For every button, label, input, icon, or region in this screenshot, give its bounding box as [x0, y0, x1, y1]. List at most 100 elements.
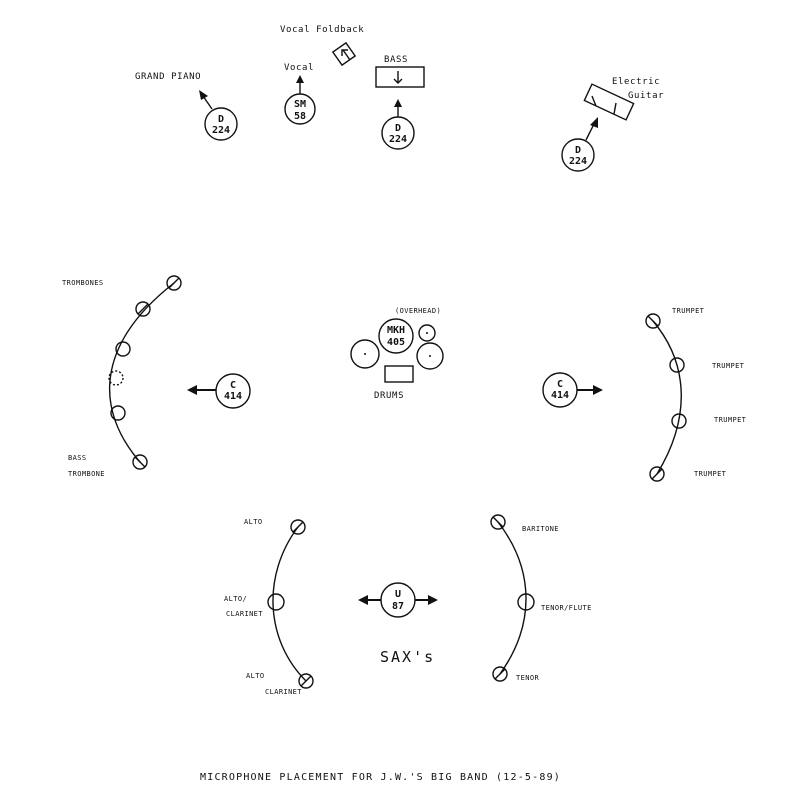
trombone-mic-line1: C — [230, 380, 236, 391]
sax-alto-clarinet-2 — [298, 673, 314, 689]
trombone-player-5 — [110, 405, 126, 421]
trumpet-arc — [652, 320, 682, 475]
grand-piano-mic-line2: 224 — [212, 125, 230, 136]
bass-amp-arrow-head — [393, 78, 403, 84]
drum-floor-tom — [350, 339, 380, 369]
diagram-caption: MICROPHONE PLACEMENT FOR J.W.'S BIG BAND… — [200, 772, 561, 783]
trumpet-player-2 — [669, 357, 685, 373]
bass-trombone-player — [132, 454, 148, 470]
vocal-foldback-arrow-head — [341, 49, 348, 56]
sax-mic-arrow-left-head — [358, 595, 368, 605]
drum-tom-small-center — [426, 332, 428, 334]
drums-mic-line1: MKH — [387, 325, 405, 336]
trombones-label: TROMBONES — [62, 279, 104, 287]
vocal-foldback-box — [331, 41, 357, 67]
trombone-player-1 — [166, 275, 182, 291]
trombone-section: TROMBONES BASS TROMBONE — [62, 275, 182, 478]
sax-alto-clarinet-label-2b: CLARINET — [265, 688, 302, 696]
vocal-mic: Vocal SM 58 — [284, 63, 316, 125]
sax-section-left: ALTO ALTO/ CLARINET ALTO CLARINET — [224, 518, 314, 696]
sax-alto-clarinet-label-1b: CLARINET — [226, 610, 263, 618]
sax-tenor-mark — [494, 668, 506, 680]
trumpet-player-4-mark — [651, 468, 663, 480]
sax-tenor-flute — [517, 593, 535, 611]
bass-amp-box — [375, 66, 425, 88]
trumpet-player-4 — [649, 466, 665, 482]
bass-arrow-head — [394, 99, 402, 107]
bass-trombone-player-mark — [134, 456, 146, 468]
sax-baritone — [490, 514, 506, 530]
sax-mic-arrow-right-head — [428, 595, 438, 605]
drums-overhead-label: (OVERHEAD) — [395, 307, 441, 315]
sax-section-title: SAX's — [380, 648, 435, 666]
bass-mic-line2: 224 — [389, 134, 407, 145]
drums-overhead-mic-circle — [378, 318, 414, 354]
trumpet-player-1-mark — [647, 315, 659, 327]
guitar-label-1: Electric — [612, 77, 660, 87]
trombone-player-2-mark — [137, 303, 149, 315]
sax-right-arc — [497, 521, 527, 675]
drums-label: DRUMS — [374, 391, 404, 401]
trombone-mic: C 414 — [187, 373, 251, 409]
trombone-player-4 — [108, 370, 124, 386]
sax-alto-clarinet-label-2a: ALTO — [246, 672, 264, 680]
trombone-mic-line2: 414 — [224, 391, 242, 402]
drum-tom-small — [418, 324, 436, 342]
sax-mic: U 87 — [358, 582, 438, 618]
guitar-amp-box — [583, 83, 635, 121]
drums-mic-line2: 405 — [387, 337, 405, 348]
drum-tom-large — [416, 342, 444, 370]
sax-alto-clarinet-1 — [267, 593, 285, 611]
sax-tenor — [492, 666, 508, 682]
trumpet-mic-line2: 414 — [551, 390, 569, 401]
trombone-player-2 — [135, 301, 151, 317]
grand-piano-arrow-line — [202, 95, 213, 110]
bass-trombone-label-1: BASS — [68, 454, 86, 462]
trombone-mic-arrow-head — [187, 385, 197, 395]
guitar-arrow-head — [590, 117, 598, 128]
grand-piano-mic: GRAND PIANO D 224 — [135, 72, 238, 141]
sax-baritone-label: BARITONE — [522, 525, 559, 533]
trumpet-label-4: TRUMPET — [694, 470, 727, 478]
bass-trombone-label-2: TROMBONE — [68, 470, 105, 478]
trumpet-label-3: TRUMPET — [714, 416, 747, 424]
sax-mic-line1: U — [395, 589, 401, 600]
vocal-mic-line1: SM — [294, 99, 306, 110]
guitar-amp-arrow-right — [613, 102, 617, 115]
guitar-arrow-line — [585, 123, 595, 141]
drum-floor-tom-center — [364, 353, 366, 355]
guitar-mic-line1: D — [575, 145, 581, 156]
trombone-player-1-mark — [168, 277, 180, 289]
bass-mic-line1: D — [395, 123, 401, 134]
bass-mic: BASS D 224 — [375, 55, 425, 150]
grand-piano-mic-circle — [204, 107, 238, 141]
drum-kit: (OVERHEAD) MKH 405 DRUMS — [350, 307, 444, 401]
trumpet-section: TRUMPET TRUMPET TRUMPET TRUMPET — [645, 307, 747, 482]
trombone-arc — [108, 282, 175, 463]
drum-tom-large-center — [429, 355, 431, 357]
vocal-arrow-head — [296, 75, 304, 83]
guitar-amp-arrow-left — [591, 95, 597, 107]
grand-piano-label: GRAND PIANO — [135, 72, 201, 82]
bass-label: BASS — [384, 55, 408, 65]
trumpet-label-2: TRUMPET — [712, 362, 745, 370]
vocal-foldback-wedge: Vocal Foldback — [280, 25, 364, 67]
sax-section-right: BARITONE TENOR/FLUTE TENOR — [490, 514, 592, 682]
vocal-mic-line2: 58 — [294, 111, 306, 122]
grand-piano-mic-line1: D — [218, 114, 224, 125]
sax-tenor-label: TENOR — [516, 674, 539, 682]
sax-left-arc — [272, 526, 307, 682]
trumpet-mic-arrow-head — [593, 385, 603, 395]
sax-tenor-flute-label: TENOR/FLUTE — [541, 604, 592, 612]
guitar-label-2: Guitar — [628, 91, 664, 101]
vocal-label: Vocal — [284, 63, 314, 73]
grand-piano-arrow-head — [199, 90, 208, 100]
vocal-foldback-arrow-line — [342, 49, 351, 61]
sax-alto-label: ALTO — [244, 518, 262, 526]
sax-alto-1 — [290, 519, 306, 535]
trumpet-mic: C 414 — [542, 372, 603, 408]
trombone-player-3 — [115, 341, 131, 357]
trumpet-label-1: TRUMPET — [672, 307, 705, 315]
drum-kick — [384, 365, 414, 383]
